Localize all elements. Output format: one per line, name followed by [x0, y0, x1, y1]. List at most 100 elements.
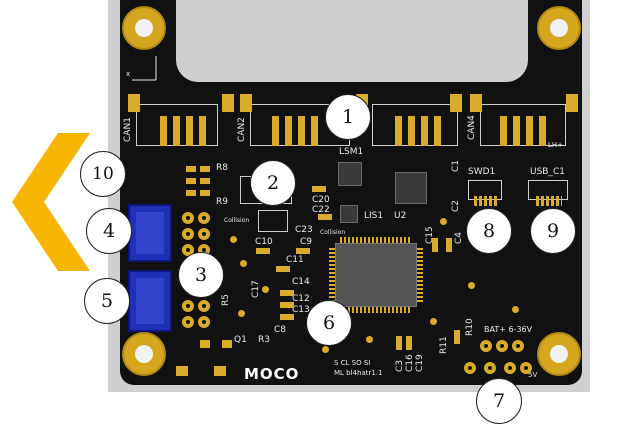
smd-capacitor [280, 290, 294, 296]
silk-r11: R11 [439, 336, 449, 354]
can1-pad [128, 94, 140, 112]
silk-can1: CAN1 [123, 117, 133, 142]
smd-resistor [200, 166, 210, 172]
mcu-pins-left [329, 248, 335, 302]
callout-1: 1 [325, 94, 371, 140]
silk-swd1: SWD1 [468, 167, 496, 177]
smd-capacitor [318, 214, 332, 220]
silk-spi: S CL SO SI [334, 359, 371, 367]
can4-pad [566, 94, 578, 112]
usb-pads [536, 196, 562, 206]
silk-c23: C23 [295, 225, 313, 235]
silk-r10: R10 [465, 318, 475, 336]
smd-capacitor [256, 248, 270, 254]
battery-pin [512, 340, 524, 352]
can2-pad [240, 94, 252, 112]
silk-lh: LH+ [548, 141, 564, 149]
via [238, 310, 245, 317]
can1-pad [186, 116, 193, 146]
battery-pin [480, 340, 492, 352]
via [366, 336, 373, 343]
smd-capacitor [432, 238, 438, 252]
header-pin [198, 212, 210, 224]
mounting-hole-top-left [122, 6, 166, 50]
can2-pad [298, 116, 305, 146]
can4-pad [539, 116, 546, 146]
via [512, 306, 519, 313]
silk-q1: Q1 [234, 335, 247, 345]
can3-pad [408, 116, 415, 146]
smd-capacitor [406, 336, 412, 350]
callout-8: 8 [466, 208, 512, 254]
via [468, 282, 475, 289]
silk-c22: C22 [312, 205, 330, 215]
silk-collision-2: Collision [320, 229, 346, 236]
smd-transistor [200, 340, 210, 348]
silk-c12: C12 [292, 294, 310, 304]
silk-c20: C20 [312, 195, 330, 205]
smd-capacitor [446, 238, 452, 252]
smd-resistor [200, 178, 210, 184]
smd-resistor [186, 190, 196, 196]
smd-resistor [200, 190, 210, 196]
can3-pad [434, 116, 441, 146]
silk-c13: C13 [292, 305, 310, 315]
mcu-pins-bottom [340, 307, 412, 313]
silk-collision-1: Collision [224, 217, 250, 224]
header-pin [198, 228, 210, 240]
u2-chip [395, 172, 427, 204]
silk-u2: U2 [394, 211, 407, 221]
callout-9: 9 [530, 208, 576, 254]
smd-capacitor [280, 302, 294, 308]
header-pin [182, 300, 194, 312]
moco-logo: MOCO [244, 365, 300, 383]
via [440, 218, 447, 225]
battery-pin [504, 362, 516, 374]
silk-lsm1: LSM1 [339, 147, 364, 157]
battery-pin [464, 362, 476, 374]
silk-c8: C8 [274, 325, 287, 335]
can2-pad [272, 116, 279, 146]
can4-pad [500, 116, 507, 146]
can4-pad [526, 116, 533, 146]
board-notch [176, 0, 528, 82]
silk-power-note: 5V [528, 371, 538, 379]
mcu-chip [335, 243, 417, 307]
can4-connector [480, 104, 566, 146]
silk-c9: C9 [300, 237, 313, 247]
callout-5: 5 [84, 278, 130, 324]
silk-c11: C11 [286, 255, 304, 265]
callout-3: 3 [178, 252, 224, 298]
via [262, 286, 269, 293]
battery-pin [484, 362, 496, 374]
can2-pad [285, 116, 292, 146]
silk-r5: R5 [221, 294, 231, 306]
silk-c2: C2 [451, 199, 461, 212]
lis1-chip [340, 205, 358, 223]
battery-pin [520, 362, 532, 374]
can1-pad [222, 94, 234, 112]
can3-connector [372, 104, 458, 146]
via [430, 318, 437, 325]
can2-pad [311, 116, 318, 146]
callout-2: 2 [250, 160, 296, 206]
blue-connector-4 [128, 204, 172, 262]
can1-pad [160, 116, 167, 146]
collision-part [258, 210, 288, 232]
header-pin [198, 300, 210, 312]
smd-capacitor [296, 248, 310, 254]
can4-pad [470, 94, 482, 112]
chevron-left-icon [12, 133, 90, 271]
callout-6: 6 [306, 300, 352, 346]
mounting-hole-bottom-left [122, 332, 166, 376]
can3-pad [421, 116, 428, 146]
silk-r9: R9 [216, 197, 228, 207]
silk-c3: C3 [395, 359, 405, 372]
silk-r3: R3 [258, 335, 270, 345]
silk-r8: R8 [216, 163, 228, 173]
mounting-hole-top-right [537, 6, 581, 50]
silk-c17: C17 [251, 280, 261, 298]
silk-c10: C10 [255, 237, 273, 247]
can3-pad [450, 94, 462, 112]
